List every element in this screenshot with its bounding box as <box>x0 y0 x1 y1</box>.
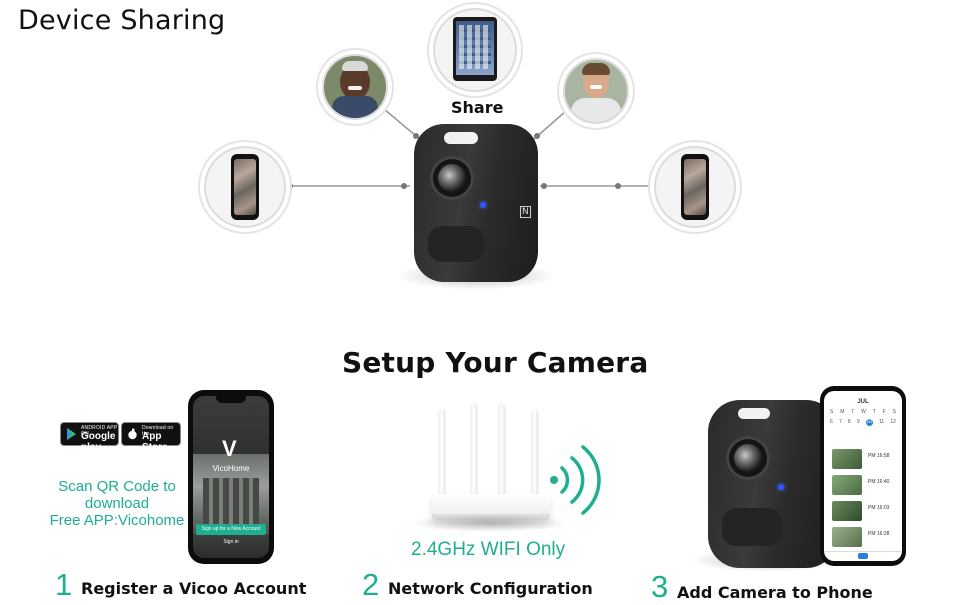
signup-button[interactable]: Sign up for a New Account <box>196 524 266 535</box>
tablet-icon <box>453 17 497 81</box>
vicohome-app-phone: V VicoHome Sign up for a New Account Sig… <box>188 390 274 564</box>
smartphone-icon <box>231 154 259 220</box>
connection-lines <box>262 103 652 189</box>
vicohome-logo-icon: V <box>222 436 237 461</box>
app-store-badge[interactable]: Download on the App Store <box>121 422 181 453</box>
share-label: Share <box>451 98 504 117</box>
step-label-3: Add Camera to Phone <box>677 583 873 602</box>
step-label-1: Register a Vicoo Account <box>81 579 307 598</box>
wifi-router-icon <box>432 494 550 520</box>
google-play-icon <box>67 428 76 440</box>
step-label-2: Network Configuration <box>388 579 593 598</box>
shared-device-tablet <box>433 8 517 92</box>
section-title-setup: Setup Your Camera <box>342 346 649 379</box>
wifi-requirement-label: 2.4GHz WIFI Only <box>411 539 566 560</box>
router-antenna <box>471 404 477 498</box>
shared-device-phone-left <box>204 146 286 228</box>
shared-device-phone-right <box>654 146 736 228</box>
step-number-2: 2 <box>362 567 380 602</box>
step-number-1: 1 <box>55 567 73 602</box>
section-title-device-sharing: Device Sharing <box>18 5 226 36</box>
calendar-month: JUL <box>857 399 869 405</box>
wifi-signal-icon <box>550 445 601 515</box>
scan-qr-instructions: Scan QR Code to download Free APP:Vicoho… <box>49 478 185 529</box>
signin-link[interactable]: Sign in <box>223 539 239 545</box>
router-antenna <box>439 410 445 498</box>
smartphone-icon <box>681 154 709 220</box>
camera-tab-icon[interactable] <box>858 553 868 559</box>
router-antenna <box>532 410 538 498</box>
router-antenna <box>499 404 505 498</box>
shared-user-avatar-left <box>322 54 388 120</box>
security-camera-icon: N <box>414 124 538 282</box>
shared-user-avatar-right <box>563 58 629 124</box>
google-play-badge[interactable]: ANDROID APP ON Google play <box>60 422 119 453</box>
step-number-3: 3 <box>651 569 669 604</box>
security-camera-icon: N <box>708 400 838 568</box>
apple-icon <box>128 428 137 440</box>
